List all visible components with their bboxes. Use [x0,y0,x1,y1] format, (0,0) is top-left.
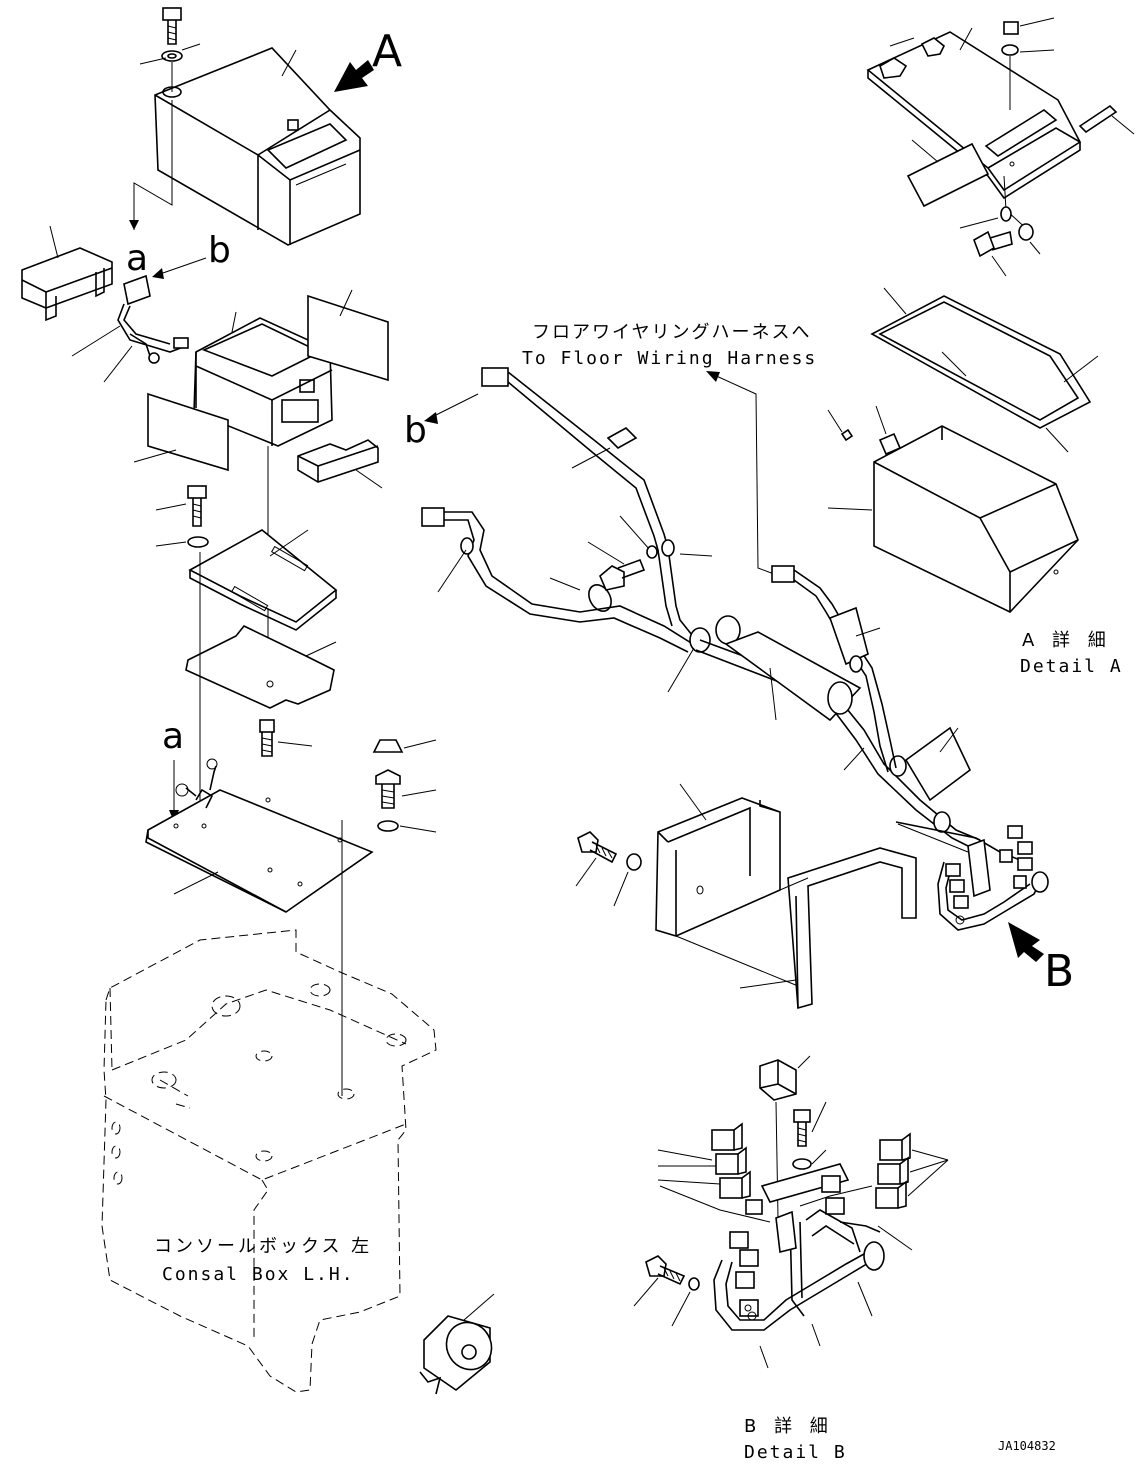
bent-bar [739,847,917,1010]
bolt-top [161,7,183,62]
detail-b-label-jp: B 詳 細 [744,1416,834,1437]
sub-harness [71,274,189,383]
controller-unit [193,311,333,447]
detail-a-label-en: Detail A [1020,656,1123,677]
detail-a-bolt-top [1001,21,1019,56]
mounting-plate-lower [185,625,337,709]
view-label-a: A [372,26,402,77]
support-bracket [655,783,781,937]
base-plate [145,758,374,913]
block-right [297,439,383,489]
detail-a-cover [866,31,1082,200]
detail-b-bolt [792,1101,827,1170]
mount-bracket [21,225,113,322]
connection-label-a-bottom: a [162,716,184,757]
view-arrow-b [1008,922,1044,962]
flange-bolt [375,769,437,833]
floor-harness-label-en: To Floor Wiring Harness [522,348,817,369]
console-box-label-en: Consal Box L.H. [162,1264,355,1285]
detail-b-label-en: Detail B [744,1442,847,1463]
harness-bolt [599,545,658,591]
cap-nut [372,739,437,753]
view-arrow-a [334,60,374,92]
detail-b-connectors-left [657,1122,751,1199]
detail-a-pin [1078,104,1135,135]
detail-a-clip [878,432,902,456]
pad-left [147,392,229,472]
detail-b-bolt-left [633,1255,700,1327]
detail-b-connectors-right [875,1132,949,1209]
detail-a-tray [870,287,1099,453]
view-label-b: B [1044,946,1074,997]
drawing-number: JA104832 [998,1439,1056,1453]
roll-part [419,1293,495,1395]
main-wiring-harness [421,367,981,851]
stud-bolt [259,719,313,757]
floor-harness-label-jp: フロアワイヤリングハーネスへ [532,322,811,343]
detail-b-harness [713,1163,885,1331]
console-box-outline [101,929,437,1393]
pad-right [307,294,389,382]
connection-label-b-top: b [208,230,231,271]
junction-connectors [895,821,1049,931]
console-cover [154,47,361,246]
bolt-mid [155,485,209,548]
detail-a-box [827,425,1079,613]
mounting-plate-upper [188,529,338,631]
connection-label-b-mid: b [404,410,427,451]
bracket-bolt [575,831,642,907]
console-box-label-jp: コンソールボックス 左 [154,1236,372,1257]
detail-a-label-plate [906,142,990,208]
connection-label-a-top: a [126,238,148,279]
detail-a-fasteners [959,206,1041,277]
detail-a-label-jp: A 詳 細 [1022,630,1112,651]
